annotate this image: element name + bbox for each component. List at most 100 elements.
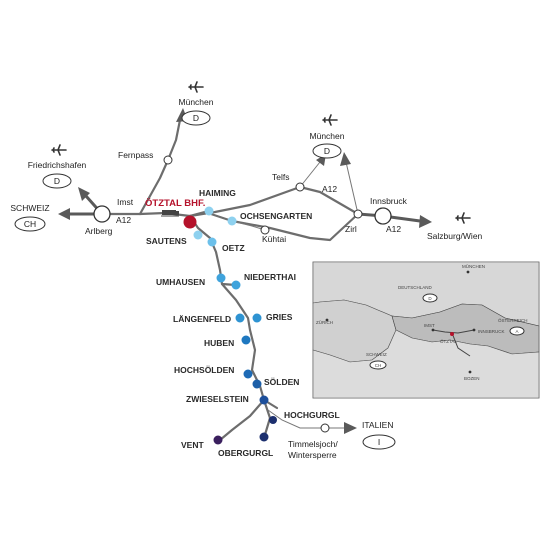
inset-label-oetztal: ÖTZTAL [440, 338, 457, 344]
label-oetztal-bhf: ÖTZTAL BHF. [145, 198, 205, 209]
inset-badge-ch-text: CH [375, 363, 382, 368]
arrow-west [58, 208, 70, 220]
inset-label-oesterreich: ÖSTERREICH [498, 317, 528, 323]
inset-dot-imst [431, 328, 435, 332]
label-muenchen-top: München [179, 97, 214, 107]
badge-d-right-text: D [324, 146, 330, 156]
junctions [93, 155, 392, 433]
inset-dot-bozen [468, 370, 472, 374]
inset-badge-ch [369, 360, 387, 370]
badge-i [362, 434, 396, 450]
inset-label-muenchen: MÜNCHEN [462, 263, 485, 269]
label-hochgurgl: HOCHGURGL [284, 410, 340, 420]
label-zirl: Zirl [345, 224, 357, 234]
label-a12-east: A12 [386, 224, 401, 234]
road-timmelsjoch [267, 409, 345, 429]
label-niederthai: NIEDERTHAI [244, 272, 296, 282]
label-timmelsjoch-1: Timmelsjoch/ [288, 439, 338, 449]
inset-badge-d [422, 293, 438, 303]
label-imst: Imst [117, 197, 134, 207]
label-arlberg: Arlberg [85, 226, 113, 236]
inset-dot-innsbruck [472, 328, 476, 332]
plane-icon [322, 114, 338, 126]
label-haiming: HAIMING [199, 188, 236, 198]
station-huben [241, 335, 251, 345]
label-ochsengarten: OCHSENGARTEN [240, 211, 312, 221]
inset-label-imst: IMST [424, 323, 435, 328]
label-vent: VENT [181, 440, 204, 450]
road-zirl-north [345, 161, 359, 215]
inset-badge-a-text: A [515, 329, 518, 334]
stations [183, 206, 277, 445]
station-hochgurgl [269, 416, 277, 424]
arrow-east [419, 215, 432, 228]
label-umhausen: UMHAUSEN [156, 277, 205, 287]
label-innsbruck: Innsbruck [370, 196, 408, 206]
label-oetz: OETZ [222, 243, 245, 253]
label-sautens: SAUTENS [146, 236, 187, 246]
badge-d-right [312, 143, 342, 159]
plane-icon [455, 212, 471, 224]
inset-label-deutschland: DEUTSCHLAND [398, 285, 433, 290]
label-a12-west: A12 [116, 215, 131, 225]
label-schweiz: SCHWEIZ [10, 203, 49, 213]
badge-d-top [181, 110, 211, 126]
inset-route-south [451, 332, 471, 357]
station-niederthai [231, 280, 241, 290]
station-umhausen [216, 273, 226, 283]
arrow-northwest [78, 187, 90, 201]
station-oetztal-bhf [183, 215, 197, 229]
road-kuehtai [231, 220, 266, 231]
label-kuehtai: Kühtai [262, 234, 286, 244]
station-zwieselstein [259, 395, 269, 405]
junction-timmelsjoch [320, 423, 330, 433]
station-obergurgl [259, 432, 269, 442]
road-fernpass [138, 118, 182, 216]
badge-d-left [42, 173, 72, 189]
station-sautens [193, 230, 203, 240]
label-italien: ITALIEN [362, 420, 394, 430]
arrow-zirl-north [340, 152, 351, 166]
station-soelden [252, 379, 262, 389]
badge-ch-text: CH [24, 219, 36, 229]
road-oetztal-telfs [188, 185, 302, 218]
badge-d-left-text: D [54, 176, 60, 186]
road-telfs-north [299, 161, 321, 188]
inset-dot-muenchen [466, 270, 470, 274]
inset-map: DEUTSCHLAND D MÜNCHEN ZÜRICH SCHWEIZ CH … [312, 261, 540, 399]
road-obergurgl [262, 398, 272, 440]
junction-zirl [353, 209, 363, 219]
label-laengenfeld: LÄNGENFELD [173, 314, 231, 324]
plane-icon [188, 81, 204, 93]
label-telfs: Telfs [272, 172, 289, 182]
label-fernpass: Fernpass [118, 150, 153, 160]
label-friedrichshafen: Friedrichshafen [28, 160, 87, 170]
road-lower-zirl [230, 212, 360, 242]
inset-label-zuerich: ZÜRICH [316, 319, 333, 325]
station-ochsengarten [227, 216, 237, 226]
badge-ch [14, 216, 46, 232]
inset-badge-a [509, 326, 525, 336]
badge-d-top-text: D [193, 113, 199, 123]
label-zwieselstein: ZWIESELSTEIN [186, 394, 249, 404]
station-hochsoelden [243, 369, 253, 379]
junction-imst [93, 205, 111, 223]
junction-telfs [295, 182, 305, 192]
label-gries: GRIES [266, 312, 293, 322]
road-vent [218, 398, 266, 442]
badge-i-text: I [378, 437, 380, 447]
inset-dot-zuerich [325, 318, 329, 322]
label-obergurgl: OBERGURGL [218, 448, 273, 458]
arrow-south-east [344, 422, 357, 434]
station-gries [252, 313, 262, 323]
label-soelden: SÖLDEN [264, 377, 299, 387]
label-salzburg-wien: Salzburg/Wien [427, 231, 483, 241]
inset-label-innsbruck: INNSBRUCK [478, 329, 505, 334]
label-a12-mid: A12 [322, 184, 337, 194]
road-telfs-zirl [298, 185, 360, 216]
train-icon [161, 210, 179, 217]
inset-italy [312, 329, 540, 399]
station-vent [213, 435, 223, 445]
station-laengenfeld [235, 313, 245, 323]
